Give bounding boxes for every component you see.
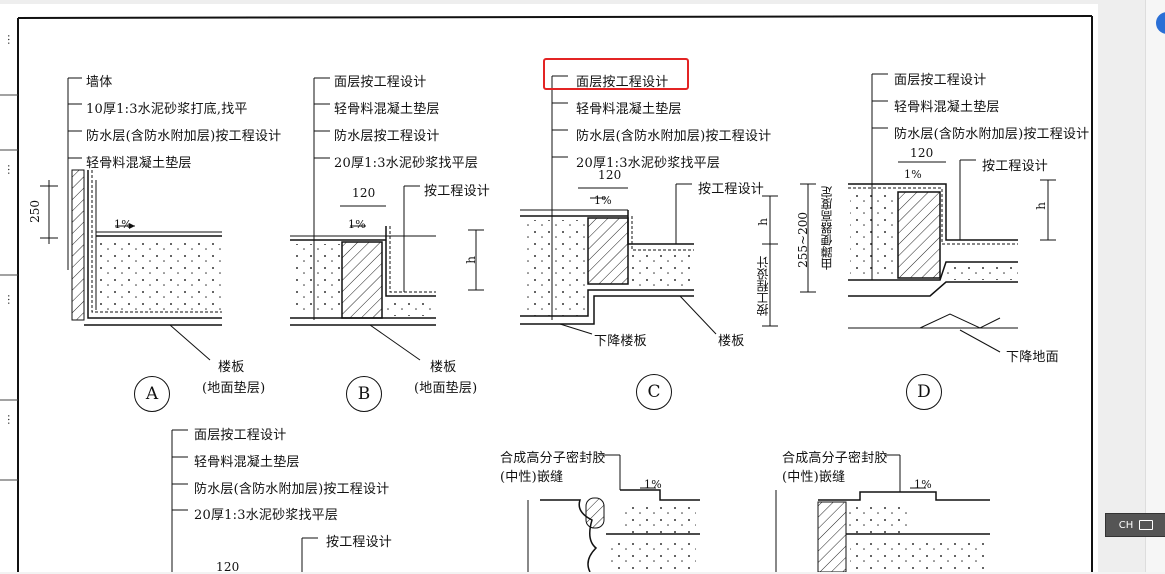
detail-d-bottom: 下降地面 xyxy=(1006,350,1059,365)
detail-e-dim-w: 120 xyxy=(216,560,240,574)
document-viewer: … … … … 墙体 10厚1:3水泥砂浆打底,找平 防水层(含防水附加层)按工… xyxy=(0,4,1098,574)
detail-d-slope: 1% xyxy=(904,168,922,181)
detail-d-vert: 由蹲便器高度定 xyxy=(820,186,834,270)
detail-e-drawing xyxy=(171,429,318,572)
detail-e-label: 轻骨料混凝土垫层 xyxy=(194,455,300,470)
detail-f-drawing xyxy=(527,454,700,572)
detail-b-label: 面层按工程设计 xyxy=(334,75,427,90)
detail-e-side: 按工程设计 xyxy=(326,535,393,550)
signature: … xyxy=(5,34,18,45)
drawing-sheet: … … … … 墙体 10厚1:3水泥砂浆打底,找平 防水层(含防水附加层)按工… xyxy=(0,4,1098,574)
detail-c-slope: 1% xyxy=(594,194,612,207)
detail-c-label: 轻骨料混凝土垫层 xyxy=(576,102,682,117)
highlight-box xyxy=(543,58,689,90)
ime-indicator[interactable]: CH xyxy=(1105,513,1165,537)
signature: … xyxy=(5,294,18,305)
detail-e-label: 20厚1:3水泥砂浆找平层 xyxy=(194,508,339,523)
detail-b-circle: B xyxy=(346,376,382,412)
detail-b-slope: 1% xyxy=(348,218,366,231)
detail-a-label: 轻骨料混凝土垫层 xyxy=(86,156,192,171)
signature: … xyxy=(5,414,18,425)
detail-c-label: 20厚1:3水泥砂浆找平层 xyxy=(576,156,721,171)
blue-circle-icon[interactable] xyxy=(1156,12,1165,34)
detail-d-label: 面层按工程设计 xyxy=(894,73,987,88)
detail-c-bottom-right: 楼板 xyxy=(718,334,745,349)
detail-b-label: 防水层按工程设计 xyxy=(334,129,440,144)
viewer-sidebar xyxy=(1145,0,1165,572)
detail-c-dim-w: 120 xyxy=(598,168,622,182)
drawing-linework xyxy=(0,15,1093,572)
detail-a-dim: 250 xyxy=(28,200,42,223)
detail-b-side: 按工程设计 xyxy=(424,184,491,199)
detail-c-vert: 按工程设计 xyxy=(756,256,770,316)
detail-a-bottom: 楼板 xyxy=(218,360,245,375)
detail-f-sealant: (中性)嵌缝 xyxy=(500,470,564,485)
detail-d-label: 防水层(含防水附加层)按工程设计 xyxy=(894,127,1090,142)
detail-b-label: 20厚1:3水泥砂浆找平层 xyxy=(334,156,479,171)
detail-b-bottom: 楼板 xyxy=(430,360,457,375)
ime-label: CH xyxy=(1118,519,1134,531)
detail-d-side: 按工程设计 xyxy=(982,159,1049,174)
detail-b-drawing xyxy=(290,77,484,361)
detail-a-label: 墙体 xyxy=(86,75,113,90)
detail-d-dim-v: 255~200 xyxy=(796,212,810,268)
detail-b-bottom: (地面垫层) xyxy=(414,381,478,396)
detail-e-label: 面层按工程设计 xyxy=(194,428,287,443)
detail-a-slope: 1% xyxy=(114,218,132,231)
detail-f-sealant: 合成高分子密封胶 xyxy=(500,451,606,466)
keyboard-icon xyxy=(1139,520,1154,530)
detail-c-drawing xyxy=(520,75,778,335)
detail-g-drawing xyxy=(775,454,990,572)
detail-b-label: 轻骨料混凝土垫层 xyxy=(334,102,440,117)
detail-c-side: 按工程设计 xyxy=(698,182,765,197)
detail-b-dim-h: h xyxy=(464,256,478,264)
detail-d-circle: D xyxy=(906,374,942,410)
detail-g-slope: 1% xyxy=(914,478,932,491)
detail-a-drawing xyxy=(40,77,222,361)
detail-e-label: 防水层(含防水附加层)按工程设计 xyxy=(194,482,390,497)
detail-a-label: 防水层(含防水附加层)按工程设计 xyxy=(86,129,282,144)
detail-a-circle: A xyxy=(134,376,170,412)
detail-a-label: 10厚1:3水泥砂浆打底,找平 xyxy=(86,102,248,117)
detail-c-label: 面层按工程设计 xyxy=(576,75,669,90)
detail-d-dim-h: h xyxy=(1034,202,1048,210)
detail-g-sealant: (中性)嵌缝 xyxy=(782,470,846,485)
detail-a-bottom: (地面垫层) xyxy=(202,381,266,396)
detail-c-bottom-left: 下降楼板 xyxy=(594,334,647,349)
detail-d-dim-w: 120 xyxy=(910,146,934,160)
detail-f-slope: 1% xyxy=(644,478,662,491)
detail-c-dim-h: h xyxy=(756,218,770,226)
detail-b-dim-w: 120 xyxy=(352,186,376,200)
detail-d-label: 轻骨料混凝土垫层 xyxy=(894,100,1000,115)
detail-g-sealant: 合成高分子密封胶 xyxy=(782,451,888,466)
signature: … xyxy=(5,164,18,175)
detail-d-drawing xyxy=(800,73,1056,353)
detail-c-circle: C xyxy=(636,374,672,410)
detail-c-label: 防水层(含防水附加层)按工程设计 xyxy=(576,129,772,144)
